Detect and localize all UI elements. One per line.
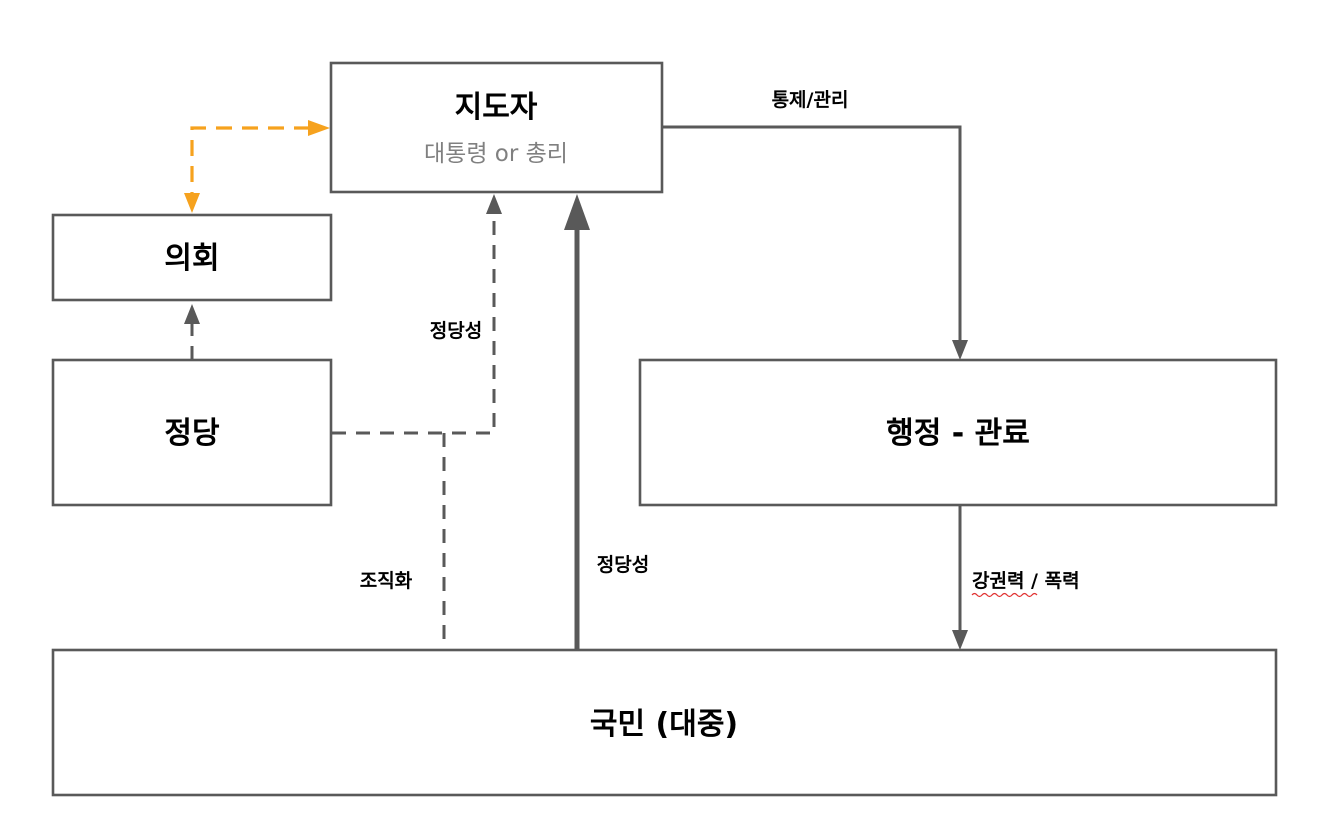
arrowhead-orange-leader — [308, 120, 330, 136]
node-people-title: 국민 (대중) — [590, 707, 738, 742]
node-people: 국민 (대중) — [51, 648, 1278, 797]
arrowhead-parliament — [184, 304, 200, 324]
label-organization: 조직화 — [360, 570, 413, 592]
label-legitimacy-party: 정당성 — [430, 320, 482, 342]
arrowhead-orange-parliament — [184, 193, 200, 213]
node-leader-title: 지도자 — [455, 90, 538, 125]
node-leader: 지도자 대통령 or 총리 — [329, 61, 664, 194]
node-parliament: 의회 — [51, 213, 333, 302]
edge-party-to-leader — [332, 214, 496, 435]
label-legitimacy-people: 정당성 — [597, 554, 649, 576]
arrowhead-people — [952, 630, 968, 650]
arrowhead-leader-dashed — [486, 194, 502, 214]
arrowhead-leader-thick — [564, 194, 590, 230]
node-leader-subtitle: 대통령 or 총리 — [424, 141, 568, 167]
node-party: 정당 — [51, 358, 333, 507]
edge-leader-to-administration — [662, 125, 962, 342]
node-administration: 행정 - 관료 — [638, 358, 1278, 507]
arrowhead-administration — [952, 340, 968, 360]
label-coercion-violence: 강권력 / 폭력 — [972, 570, 1080, 592]
edge-parliament-leader — [190, 126, 310, 195]
node-parliament-title: 의회 — [164, 241, 219, 276]
node-party-title: 정당 — [164, 416, 220, 451]
label-control-management: 통제/관리 — [772, 89, 849, 111]
node-administration-title: 행정 - 관료 — [886, 416, 1030, 451]
spellcheck-underline — [971, 592, 1038, 598]
